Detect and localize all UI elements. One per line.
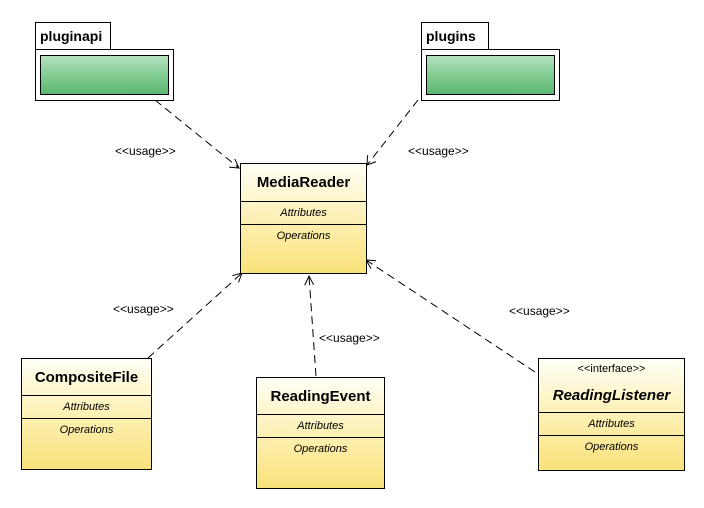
class-header: <<interface>> ReadingListener <box>539 359 684 413</box>
operations-compartment: Operations <box>293 443 348 455</box>
dependency-line-readingevent <box>308 275 317 377</box>
package-name: plugins <box>426 28 476 44</box>
attributes-compartment: Attributes <box>241 202 366 225</box>
attributes-compartment: Attributes <box>22 396 151 419</box>
usage-label-plugins: <<usage>> <box>408 144 469 158</box>
operations-compartment: Operations <box>59 424 114 436</box>
package-name: pluginapi <box>40 28 103 44</box>
dependency-line-plugins <box>366 99 419 166</box>
package-content <box>426 55 555 95</box>
usage-label-readingevent: <<usage>> <box>319 331 380 345</box>
dependency-line-compositefile <box>147 272 243 359</box>
dependency-line-readinglistener <box>365 259 536 373</box>
usage-label-pluginapi: <<usage>> <box>115 144 176 158</box>
class-header: MediaReader <box>241 164 366 202</box>
arrowhead-pluginapi <box>229 158 240 169</box>
class-readingevent[interactable]: ReadingEvent Attributes Operations <box>256 377 385 489</box>
usage-label-readinglistener: <<usage>> <box>509 304 570 318</box>
class-name: ReadingListener <box>552 387 671 404</box>
class-compositefile[interactable]: CompositeFile Attributes Operations <box>21 358 152 470</box>
dependency-line-pluginapi <box>154 99 240 169</box>
arrowhead-readingevent <box>304 274 315 286</box>
attributes-compartment: Attributes <box>257 415 384 438</box>
usage-label-compositefile: <<usage>> <box>113 302 174 316</box>
class-header: CompositeFile <box>22 359 151 396</box>
package-body <box>421 49 560 101</box>
attributes-compartment: Attributes <box>539 413 684 436</box>
class-readinglistener[interactable]: <<interface>> ReadingListener Attributes… <box>538 358 685 471</box>
package-body <box>35 49 174 101</box>
package-tab: plugins <box>421 22 489 49</box>
class-header: ReadingEvent <box>257 378 384 415</box>
package-pluginapi[interactable]: pluginapi <box>35 22 174 101</box>
package-content <box>40 55 169 95</box>
class-name: ReadingEvent <box>270 388 371 405</box>
arrowhead-plugins <box>366 155 377 166</box>
operations-compartment: Operations <box>584 441 639 453</box>
class-name: CompositeFile <box>34 369 139 386</box>
operations-compartment: Operations <box>276 230 331 242</box>
class-name: MediaReader <box>256 174 351 191</box>
class-mediareader[interactable]: MediaReader Attributes Operations <box>240 163 367 274</box>
interface-stereotype: <<interface>> <box>577 363 646 375</box>
package-plugins[interactable]: plugins <box>421 22 560 101</box>
package-tab: pluginapi <box>35 22 111 49</box>
